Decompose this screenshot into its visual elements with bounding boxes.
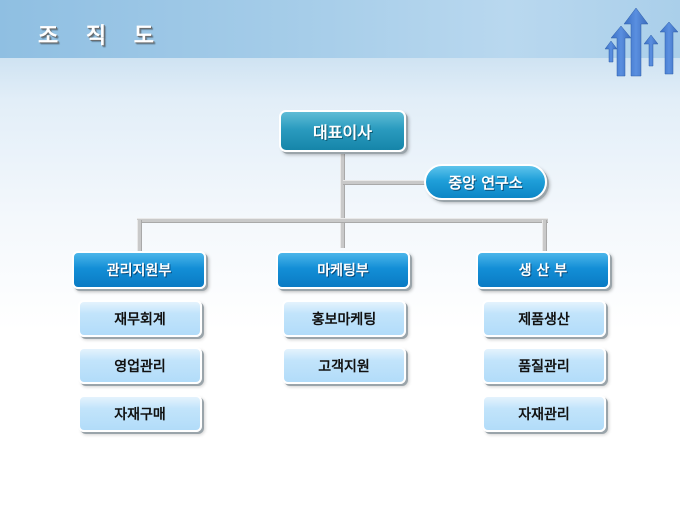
team-node: 제품생산 xyxy=(482,300,606,337)
team-node: 영업관리 xyxy=(78,347,202,384)
team-label: 제품생산 xyxy=(518,311,570,328)
team-label: 자재구매 xyxy=(114,406,166,423)
team-node: 고객지원 xyxy=(282,347,406,384)
ceo-node: 대표이사 xyxy=(279,110,406,152)
research-lab-node: 중앙 연구소 xyxy=(424,164,547,200)
department-label: 생 산 부 xyxy=(518,263,568,279)
rising-arrows-icon xyxy=(604,7,679,77)
team-label: 자재관리 xyxy=(518,406,570,423)
page-title: 조 직 도 xyxy=(38,24,165,49)
team-label: 홍보마케팅 xyxy=(311,311,377,328)
department-node-production: 생 산 부 xyxy=(476,251,610,289)
team-node: 품질관리 xyxy=(482,347,606,384)
connector-dept-bus xyxy=(137,218,548,223)
department-label: 마케팅부 xyxy=(317,263,369,279)
team-label: 영업관리 xyxy=(114,358,166,375)
connector-staff-branch xyxy=(343,180,426,185)
team-node: 자재구매 xyxy=(78,395,202,432)
team-label: 품질관리 xyxy=(518,358,570,375)
connector-dept-1 xyxy=(137,220,142,252)
team-node: 자재관리 xyxy=(482,395,606,432)
team-node: 홍보마케팅 xyxy=(282,300,406,337)
ceo-label: 대표이사 xyxy=(313,123,372,142)
department-node-admin: 관리지원부 xyxy=(72,251,206,289)
connector-dept-3 xyxy=(542,220,547,252)
team-label: 재무회계 xyxy=(114,311,166,328)
connector-ceo-trunk xyxy=(340,152,345,248)
team-label: 고객지원 xyxy=(318,358,370,375)
research-lab-label: 중앙 연구소 xyxy=(448,173,523,192)
header-band xyxy=(0,0,680,58)
department-label: 관리지원부 xyxy=(106,263,172,279)
team-node: 재무회계 xyxy=(78,300,202,337)
department-node-marketing: 마케팅부 xyxy=(276,251,410,289)
